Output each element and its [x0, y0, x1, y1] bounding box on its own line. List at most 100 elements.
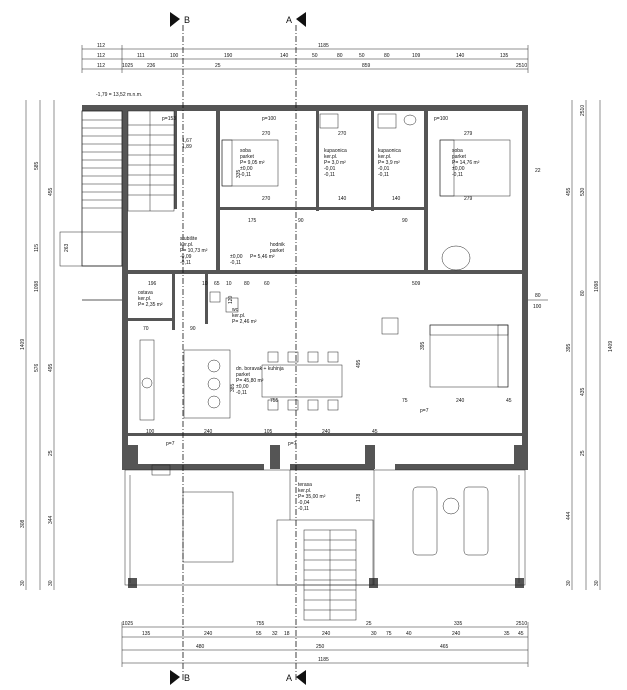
dim-label: 1,89	[182, 144, 192, 150]
left-dimensions: 585 455 115 263 1098 1409 576 495 25 308…	[20, 161, 70, 586]
room-name: hodnik	[270, 242, 285, 248]
dim-label: 270	[262, 131, 271, 137]
dim-label: 1185	[318, 657, 329, 663]
dim-label: 1,67	[182, 138, 192, 144]
dim-label: 1409	[20, 339, 26, 350]
dim-label: 30	[20, 580, 26, 586]
room-floor: parket	[270, 248, 285, 254]
dim-label: 135	[500, 53, 509, 59]
dim-label: 100	[170, 53, 179, 59]
dim-label: 10	[226, 281, 232, 287]
section-label: B	[184, 15, 190, 25]
dim-label: 1098	[594, 281, 600, 292]
room-level: ±0,00	[230, 254, 243, 260]
dim-label: 455	[566, 187, 572, 196]
dim-label: 18	[284, 631, 290, 637]
dim-label: 1185	[318, 43, 329, 49]
room-stubiste: stubište ker.pl. P= 10,73 m² -0,09 -0,11	[180, 236, 208, 266]
dim-label: 395	[566, 343, 572, 352]
dim-label: 30	[594, 580, 600, 586]
room-floor: ker.pl.	[232, 313, 245, 319]
dimension-lines	[25, 45, 601, 667]
dim-label: 70	[143, 326, 149, 332]
dim-label: 109	[412, 53, 421, 59]
dim-label: 2510	[516, 621, 527, 627]
dim-label: 45	[518, 631, 524, 637]
dim-label: 90	[402, 218, 408, 224]
dim-label: 50	[359, 53, 365, 59]
room-level: -0,11	[324, 172, 335, 178]
room-kupaonica-1: kupaonica ker.pl. P= 3,0 m² -0,01 -0,11	[324, 148, 347, 178]
room-area: P= 35,00 m²	[298, 494, 326, 500]
elevation-note: -1,79 = 13,52 m.n.m.	[96, 92, 142, 98]
terrace-table	[182, 491, 234, 563]
room-floor: ker.pl.	[180, 242, 193, 248]
dim-label: 270	[262, 196, 271, 202]
dim-label: 10	[202, 281, 208, 287]
dim-label: 465	[440, 644, 449, 650]
dim-label: 140	[338, 196, 347, 202]
dim-label: 240	[322, 631, 331, 637]
room-area: P= 5,46 m²	[250, 254, 275, 260]
right-dimensions: 2510 455 530 1098 1409 80 395 435 25 444…	[566, 105, 614, 586]
room-floor: parket	[236, 372, 251, 378]
room-boravak-kuhinja: dn. boravak + kuhinja parket P= 45,80 m²…	[236, 366, 284, 396]
room-name: stubište	[180, 236, 197, 242]
room-area: P= 9,05 m²	[240, 160, 265, 166]
terrace-outline	[124, 469, 526, 586]
dim-label: 240	[452, 631, 461, 637]
dim-label: 105	[264, 429, 273, 435]
armchair-icon	[441, 245, 471, 271]
dim-label: 1409	[608, 341, 614, 352]
dim-label: 495	[48, 363, 54, 372]
dim-label: 80	[580, 290, 586, 296]
dim-label: 25	[215, 63, 221, 69]
dim-label: 236	[147, 63, 156, 69]
dim-label: 140	[456, 53, 465, 59]
room-name: wc	[232, 307, 239, 313]
dim-label: 2510	[516, 63, 527, 69]
dim-label: 140	[392, 196, 401, 202]
dim-label: 75	[386, 631, 392, 637]
room-area: P= 3,9 m²	[378, 160, 400, 166]
room-level: -0,11	[236, 390, 247, 396]
dim-label: 80	[535, 293, 541, 299]
dim-label: 279	[464, 196, 473, 202]
section-lines	[182, 25, 297, 680]
dim-label: 25	[48, 450, 54, 456]
dim-label: 2510	[580, 105, 586, 116]
dim-label: 344	[48, 515, 54, 524]
room-area: P= 2,46 m²	[232, 319, 257, 325]
dim-label: p=100	[262, 116, 276, 122]
room-floor: ker.pl.	[298, 488, 311, 494]
room-level: -0,09	[180, 254, 192, 260]
dim-label: 100	[146, 429, 155, 435]
dim-label: 1098	[34, 281, 40, 292]
section-label: A	[286, 15, 292, 25]
bottom-dimensions: 1025 755 25 335 2510 135 240 55 32 18 24…	[122, 621, 527, 663]
dim-label: p=7	[288, 441, 297, 447]
dim-label: 80	[337, 53, 343, 59]
dim-label: 509	[412, 281, 421, 287]
dining-table	[261, 364, 343, 398]
dim-label: 250	[316, 644, 325, 650]
staircase-left	[59, 110, 123, 301]
room-name: terasa	[298, 482, 312, 488]
room-hodnik: hodnik parket P= 5,46 m² ±0,00 -0,11	[230, 242, 285, 266]
dim-label: 444	[566, 511, 572, 520]
dim-label: 112	[97, 43, 105, 49]
dim-label: 755	[270, 398, 279, 404]
room-area: P= 45,80 m²	[236, 378, 264, 384]
room-level: ±0,00	[240, 166, 253, 172]
dim-label: 335	[454, 621, 463, 627]
side-labels: 80 100	[528, 293, 548, 310]
room-area: P= 3,0 m²	[324, 160, 346, 166]
sunbed-icon	[463, 486, 489, 556]
room-name: kupaonica	[378, 148, 401, 154]
dim-label: 111	[137, 53, 145, 59]
dim-label: 480	[196, 644, 205, 650]
room-level: -0,01	[378, 166, 390, 172]
room-level: -0,11	[298, 506, 309, 512]
room-level: -0,11	[240, 172, 251, 178]
room-name: dn. boravak + kuhinja	[236, 366, 284, 372]
